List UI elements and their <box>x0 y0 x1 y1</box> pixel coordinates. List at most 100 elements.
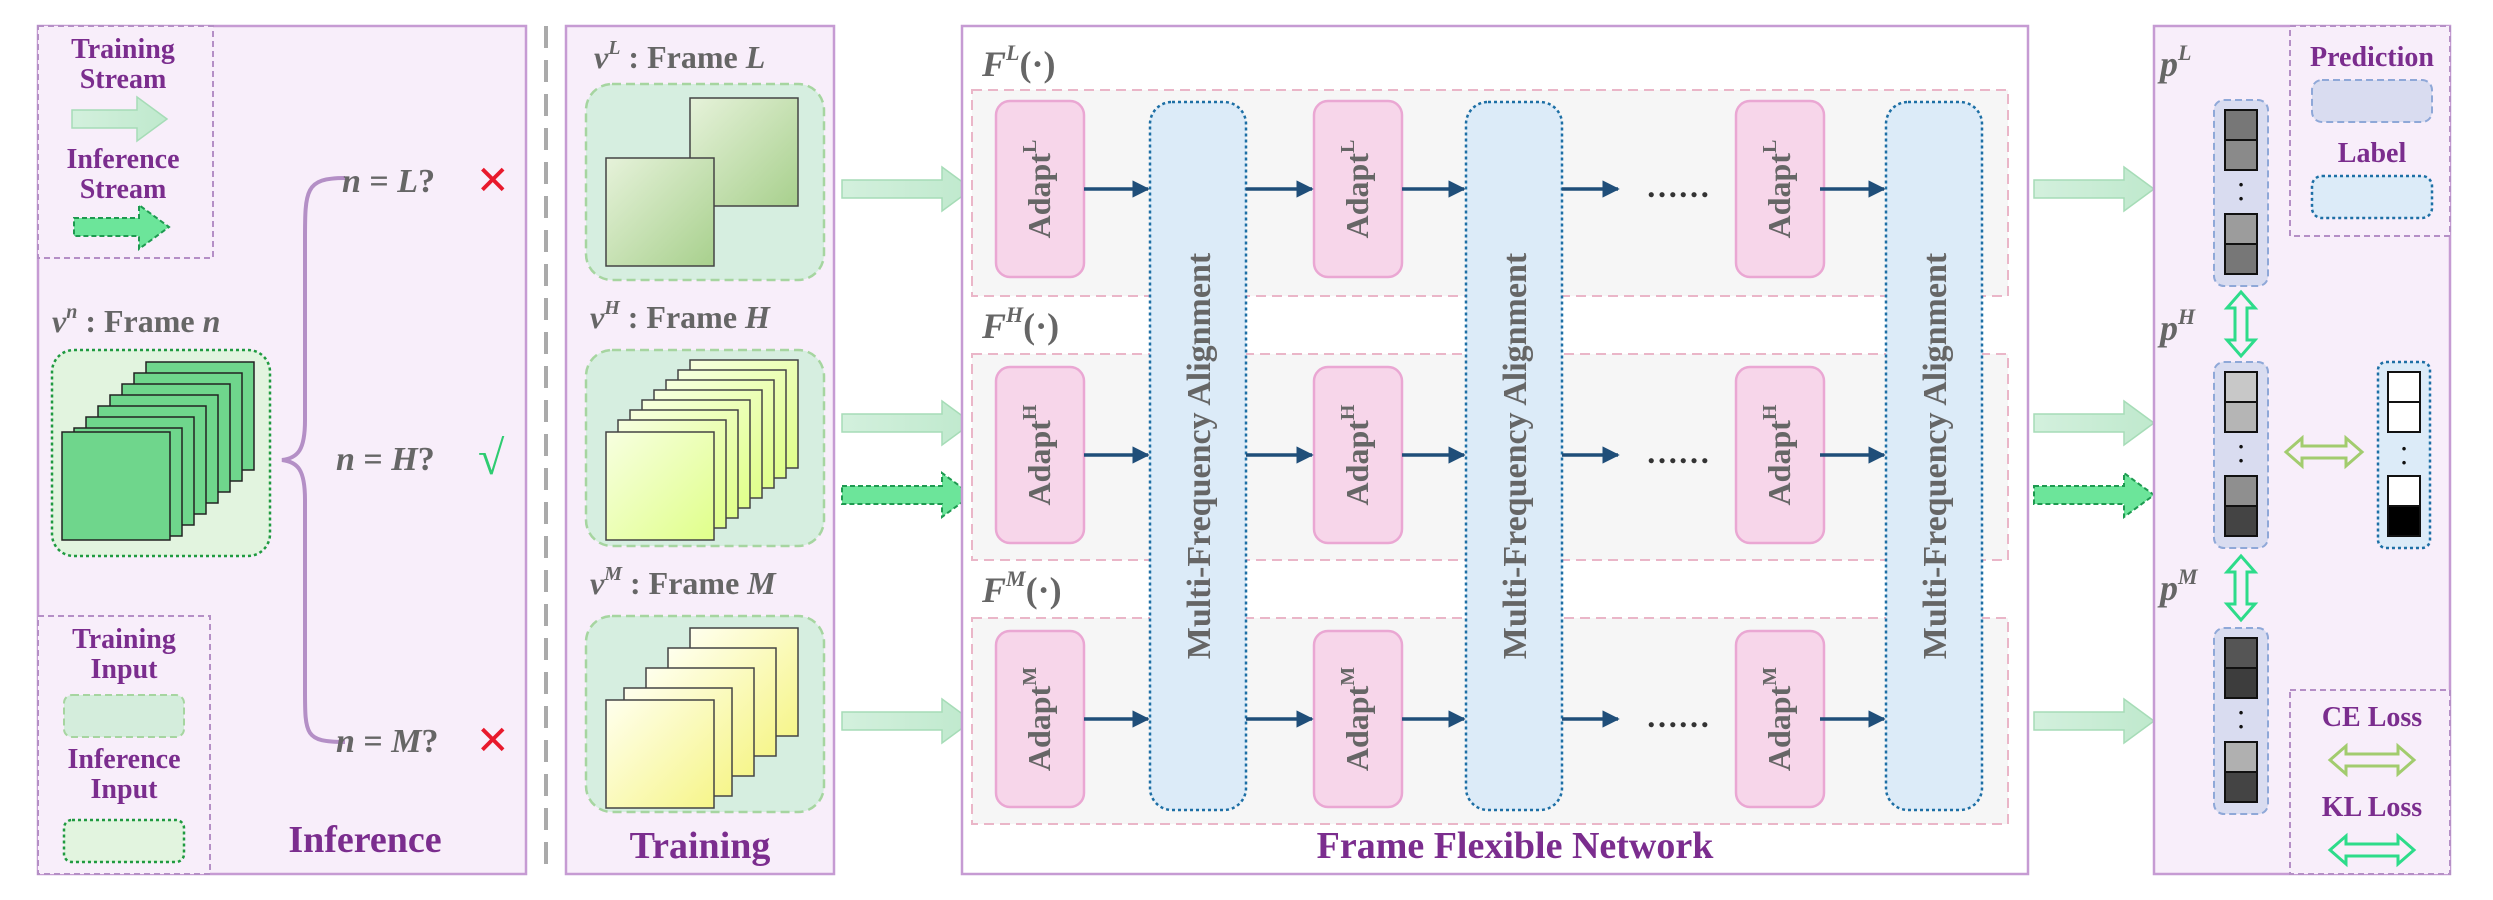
svg-text:·: · <box>2237 186 2244 211</box>
label-legend-label: Label <box>2338 138 2407 169</box>
frame-n-stack <box>61 361 255 541</box>
kl-loss-label: KL Loss <box>2322 792 2422 823</box>
training-title: Training <box>630 825 771 867</box>
adapt-block-H-1: AdaptH <box>994 365 1086 545</box>
out-arrow-L <box>2033 165 2156 213</box>
stream-arrow-H-infer <box>841 471 974 519</box>
training-input-swatch <box>63 694 185 738</box>
ellipsis-L: …… <box>1646 168 1710 204</box>
ce-loss-arrow <box>2327 742 2417 778</box>
condition-M: n = M? <box>336 723 439 760</box>
svg-text:·: · <box>2237 700 2244 725</box>
frame-n-label: vn : Frame n <box>52 301 220 339</box>
adapt-label: AdaptM <box>1759 667 1797 771</box>
adapt-block-L-2: AdaptL <box>1312 99 1404 279</box>
inference-title: Inference <box>288 819 441 861</box>
prediction-legend-swatch <box>2311 79 2433 123</box>
prediction-vector-M: ·· <box>2213 627 2269 815</box>
kl-arrow-L-H <box>2223 289 2259 359</box>
svg-text:·: · <box>2400 450 2407 475</box>
training-panel: vL : Frame L vH : Frame H vM : Frame M <box>564 24 836 876</box>
network-panel: FL(·) FH(·) FM(·) Multi-Frequency Alignm… <box>960 24 2030 876</box>
adapt-label: AdaptH <box>1019 404 1057 505</box>
kl-loss-arrow <box>2327 832 2417 868</box>
F-H-label: FH(·) <box>981 302 1059 346</box>
adapt-label: AdaptL <box>1019 140 1057 239</box>
inference-stream-arrow <box>73 203 171 251</box>
selection-brace <box>281 176 346 744</box>
mfa-label-3: Multi-Frequency Alignment <box>1917 252 1954 659</box>
stream-arrow-H-train <box>841 399 974 447</box>
frame-H-stack <box>605 359 799 541</box>
adapt-block-M-2: AdaptM <box>1312 629 1404 809</box>
mfa-label-1: Multi-Frequency Alignment <box>1181 252 1218 659</box>
adapt-label: AdaptH <box>1759 404 1797 505</box>
frame-H-label: vH : Frame H <box>590 297 771 335</box>
prediction-legend-label: Prediction <box>2310 42 2434 73</box>
frame-M-label: vM : Frame M <box>590 563 777 601</box>
adapt-label: AdaptH <box>1337 404 1375 505</box>
out-arrow-M <box>2033 697 2156 745</box>
mfa-label-2: Multi-Frequency Alignment <box>1497 252 1534 659</box>
prediction-vector-L: ·· <box>2213 99 2269 287</box>
ce-loss-label: CE Loss <box>2322 702 2422 733</box>
prediction-vector-H: ·· <box>2213 361 2269 549</box>
check-H-icon: √ <box>478 432 505 485</box>
kl-arrow-H-M <box>2223 553 2259 623</box>
mfa-column-2 <box>1464 100 1564 812</box>
out-arrow-H-train <box>2033 399 2156 447</box>
svg-text:·: · <box>2237 434 2244 459</box>
frame-M-stack <box>605 627 799 809</box>
adapt-block-L-3: AdaptL <box>1734 99 1826 279</box>
adapt-label: AdaptM <box>1019 667 1057 771</box>
mfa-columns: Multi-Frequency Alignment Multi-Frequenc… <box>1148 100 1984 812</box>
svg-text:·: · <box>2237 172 2244 197</box>
output-panel: Prediction Label CE Loss KL Loss pL pH p… <box>2152 24 2452 876</box>
svg-text:·: · <box>2237 714 2244 739</box>
frame-L-label: vL : Frame L <box>594 37 765 75</box>
adapt-label: AdaptL <box>1759 140 1797 239</box>
p-L-label: pL <box>2157 40 2191 84</box>
adapt-block-M-3: AdaptM <box>1734 629 1826 809</box>
svg-text:·: · <box>2400 436 2407 461</box>
adapt-block-M-1: AdaptM <box>994 629 1086 809</box>
label-vector: · · <box>2376 360 2432 550</box>
adapt-label: AdaptM <box>1337 667 1375 771</box>
frame-L-stack <box>605 97 799 267</box>
label-legend-swatch <box>2310 174 2434 220</box>
input-arrows <box>841 165 974 745</box>
adapt-block-L-1: AdaptL <box>994 99 1086 279</box>
mfa-column-1 <box>1148 100 1248 812</box>
adapt-block-H-2: AdaptH <box>1312 365 1404 545</box>
flow-arrows: ……………… <box>1084 168 1886 734</box>
condition-L: n = L? <box>342 163 435 200</box>
adapt-block-H-3: AdaptH <box>1734 365 1826 545</box>
svg-text:·: · <box>2237 448 2244 473</box>
condition-H: n = H? <box>336 441 435 478</box>
training-stream-arrow <box>71 95 169 143</box>
prediction-vectors: ······ <box>2213 99 2269 815</box>
cross-L-icon: ✕ <box>476 158 510 203</box>
ce-arrow-H-label <box>2283 434 2365 470</box>
inference-input-swatch <box>62 818 186 864</box>
network-title: Frame Flexible Network <box>1317 825 1715 867</box>
cross-M-icon: ✕ <box>476 718 510 763</box>
F-M-label: FM(·) <box>981 566 1062 610</box>
F-L-label: FL(·) <box>981 40 1055 84</box>
mfa-column-3 <box>1884 100 1984 812</box>
stream-arrow-M <box>841 697 974 745</box>
adapt-blocks: AdaptL AdaptL AdaptL AdaptH AdaptH AdaptH Adap… <box>994 99 1826 809</box>
adapt-label: AdaptL <box>1337 140 1375 239</box>
out-arrow-H-infer <box>2033 471 2156 519</box>
output-arrows <box>2033 165 2156 745</box>
stream-arrow-L <box>841 165 974 213</box>
ellipsis-H: …… <box>1646 434 1710 470</box>
